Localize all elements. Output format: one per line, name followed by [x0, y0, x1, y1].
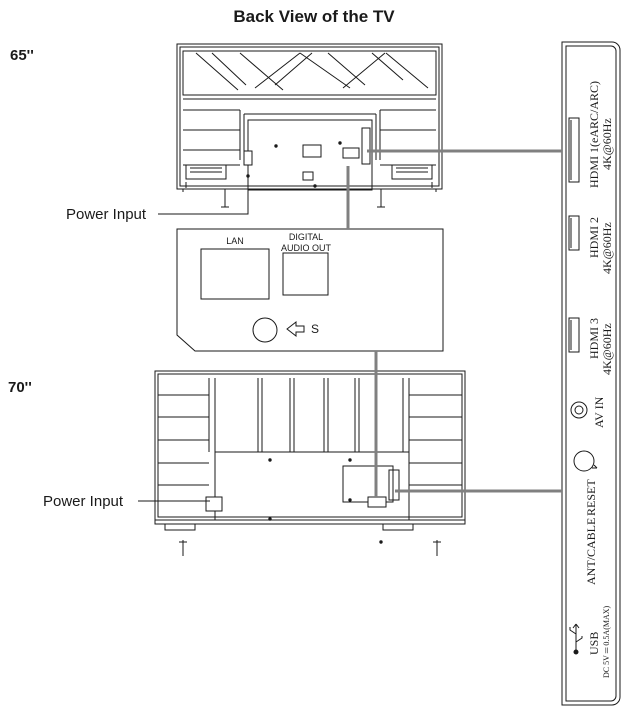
tv-70-power-input-label: Power Input — [43, 493, 124, 510]
tv-65-power-input-label: Power Input — [66, 206, 147, 223]
hdmi3-spec-label: 4K@60Hz — [600, 323, 614, 375]
tv-65-back-view — [176, 43, 443, 208]
s-label: S — [311, 322, 320, 336]
hdmi1-label: HDMI 1(eARC/ARC) — [587, 81, 601, 188]
tv-65-label: 65'' — [10, 47, 34, 64]
lan-label: LAN — [226, 236, 244, 246]
zoom-panel — [176, 228, 444, 352]
tv-70-label: 70'' — [8, 379, 32, 396]
hdmi2-label: HDMI 2 — [587, 217, 601, 258]
page-title: Back View of the TV — [233, 7, 395, 26]
side-connector-panel — [561, 41, 621, 706]
av-in-label: AV IN — [592, 396, 606, 428]
ant-cable-label: ANT/CABLE — [584, 517, 598, 585]
tv-70-back-view — [154, 370, 466, 556]
digital-label: DIGITAL — [288, 232, 324, 242]
hdmi1-spec-label: 4K@60Hz — [600, 118, 614, 170]
usb-label: USB — [587, 631, 601, 655]
power-leader-lines — [138, 165, 249, 502]
reset-label: RESET — [584, 479, 598, 516]
connector-lines — [346, 149, 562, 497]
hdmi2-spec-label: 4K@60Hz — [600, 222, 614, 274]
usb-spec-label: DC 5V ═ 0.5A(MAX) — [602, 605, 611, 678]
audio-out-label: AUDIO OUT — [280, 243, 331, 253]
hdmi3-label: HDMI 3 — [587, 318, 601, 359]
